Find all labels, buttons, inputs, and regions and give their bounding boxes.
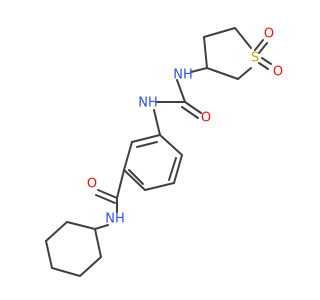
bond-ar-inner-1 (168, 157, 177, 181)
atom-label-nh-amide: NH (105, 212, 125, 227)
bond-s-c2 (237, 67, 252, 80)
bond-n2-ar1 (153, 109, 161, 136)
bond-curea-o-2 (181, 106, 199, 119)
atom-label-nh-thiolane: NH (173, 68, 193, 83)
bond-c4-c5 (203, 27, 236, 38)
bond-c5-s (234, 27, 252, 49)
bond-ar4-ar5 (123, 169, 146, 191)
bond-s-o-right-1 (261, 57, 272, 65)
bond-n-curea (176, 79, 186, 103)
molecule-diagram: NH S O O NH O O NH (45, 27, 283, 277)
bond-cy6-cy1 (66, 221, 96, 230)
bond-curea-o-1 (184, 101, 202, 114)
bond-cy5-cy6 (45, 221, 68, 242)
bond-cy4-cy5 (45, 240, 53, 269)
bond-ar6-ar1 (131, 134, 161, 143)
bond-ar-inner-3 (136, 141, 158, 148)
bond-camide-o-2 (95, 194, 116, 204)
bond-camide-o-1 (97, 189, 118, 199)
bond-c2-c3 (206, 67, 239, 80)
bond-s-o-right-2 (258, 62, 269, 70)
bond-cy3-cy4 (51, 267, 81, 277)
bond-n-cy1 (94, 224, 109, 230)
bond-cy2-cy3 (79, 256, 102, 277)
bond-c3-c4 (203, 36, 208, 69)
bond-ar1-ar2 (159, 134, 183, 156)
atom-label-o-sulfone-top: O (264, 27, 274, 42)
bond-s-o-top-2 (258, 42, 268, 54)
bond-c3-n (190, 67, 208, 73)
bond-ar-inner-2 (128, 169, 144, 185)
atom-label-o-sulfone-right: O (273, 65, 283, 80)
atom-label-nh-urea: NH (138, 96, 158, 111)
atom-label-o-amide: O (87, 177, 97, 192)
atom-label-o-urea: O (201, 111, 211, 126)
bond-cy1-cy2 (94, 228, 102, 258)
bond-ar2-ar3 (173, 154, 183, 184)
bond-ar3-ar4 (144, 182, 175, 191)
bond-s-o-top-1 (254, 39, 264, 51)
atom-label-s: S (251, 51, 259, 66)
bond-ar5-camide (116, 169, 125, 199)
bond-ar5-ar6 (123, 141, 133, 171)
